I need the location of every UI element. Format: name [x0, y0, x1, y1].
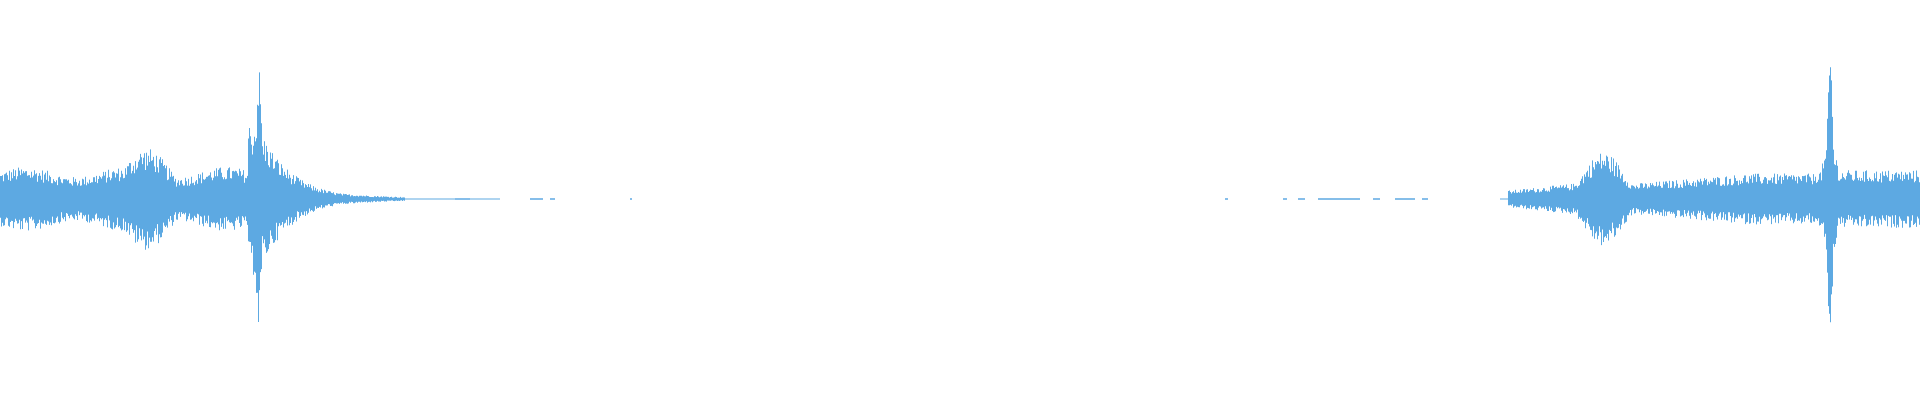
waveform-amplitude-bars — [0, 67, 1920, 323]
